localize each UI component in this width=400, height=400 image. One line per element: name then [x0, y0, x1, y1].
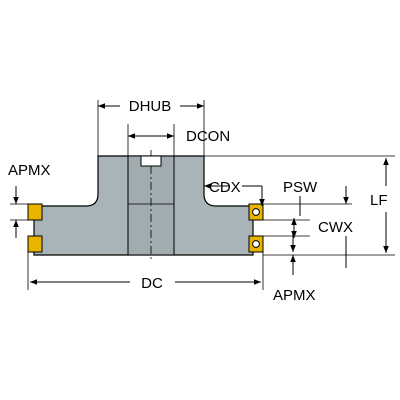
- insert-left-top: [27, 203, 43, 221]
- key-slot: [140, 155, 162, 167]
- insert-right-bottom-screw: [252, 240, 260, 248]
- dim-psw: PSW: [263, 179, 352, 216]
- label-dhub: DHUB: [129, 98, 172, 115]
- label-cwx: CWX: [318, 219, 353, 236]
- insert-left-bottom: [27, 235, 43, 253]
- dim-dhub: DHUB: [97, 98, 205, 156]
- label-apmx-top: APMX: [8, 162, 51, 179]
- dim-dcon: DCON: [127, 124, 230, 156]
- dim-apmx-top: APMX: [8, 162, 51, 238]
- dim-dc: DC: [27, 252, 264, 292]
- dim-lf: LF: [204, 155, 395, 268]
- label-dc: DC: [141, 275, 163, 292]
- label-apmx-bottom: APMX: [273, 287, 316, 304]
- left-inserts: [27, 203, 43, 253]
- dim-apmx-bottom: APMX: [273, 232, 316, 304]
- label-cdx: CDX: [209, 179, 241, 196]
- dim-cwx: CWX: [263, 218, 353, 238]
- label-dcon: DCON: [186, 128, 230, 145]
- label-psw: PSW: [283, 179, 318, 196]
- right-inserts: [248, 203, 264, 253]
- label-lf: LF: [370, 192, 388, 209]
- insert-right-top-screw: [252, 208, 260, 216]
- dim-cdx: CDX: [203, 174, 265, 206]
